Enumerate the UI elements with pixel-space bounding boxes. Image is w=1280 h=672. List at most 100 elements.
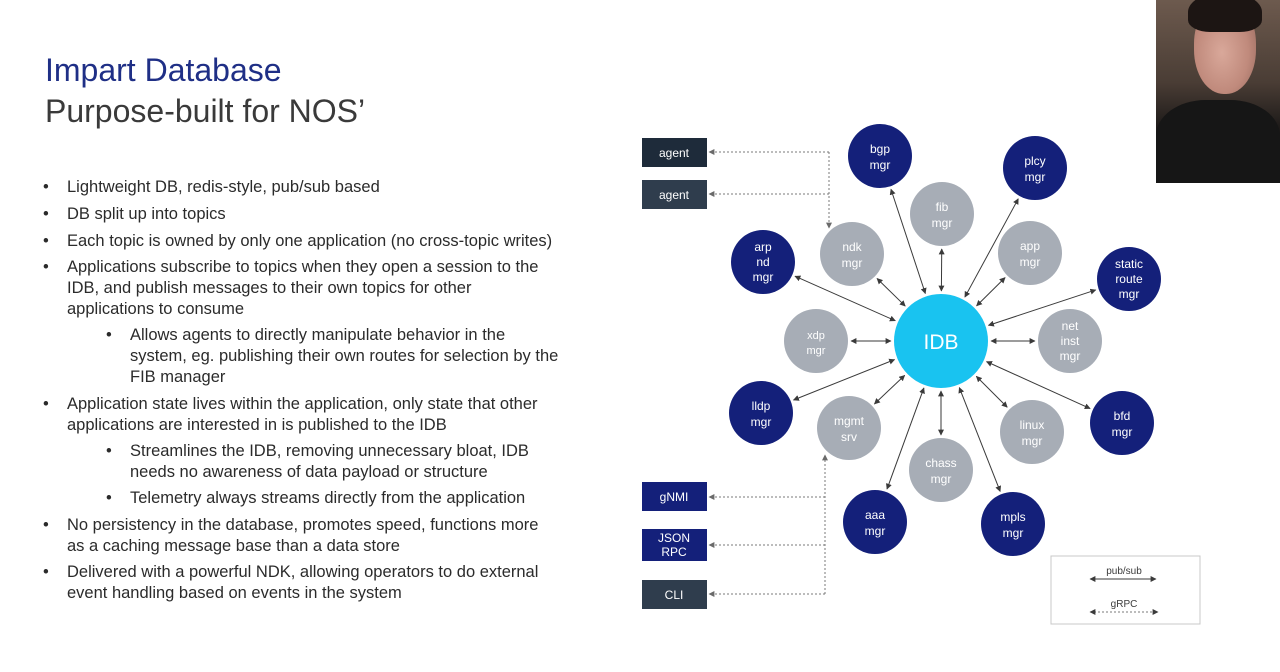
node-circle [1097,247,1161,311]
bullet-7: • Delivered with a powerful NDK, allowin… [43,563,539,602]
pubsub-arrow [975,375,1008,408]
pubsub-arrow [794,275,896,322]
pubsub-arrow [985,361,1091,410]
idb-label: IDB [923,331,958,354]
box-label: agent [659,146,690,160]
idb-circle [894,294,988,388]
box-rect [642,138,707,167]
box-label: gNMI [660,490,689,504]
bullet-6: • No persistency in the database, promot… [43,516,539,555]
bullet-list: •Lightweight DB, redis-style, pub/sub ba… [43,178,559,602]
bullet-text: Lightweight DB, redis-style, pub/sub bas… [67,178,380,196]
node-circle [910,182,974,246]
node-circle [784,309,848,373]
sub-bullet-5a: • Streamlines the IDB, removing unnecess… [106,442,529,481]
pubsub-arrow [876,278,906,307]
node-circle [820,222,884,286]
idb-center-node: IDB [894,294,988,388]
box-label: agent [659,188,690,202]
bullet-line: system, eg. publishing their own routes … [130,347,559,365]
bullet-line: No persistency in the database, promotes… [67,516,539,534]
bullet-text: Each topic is owned by only one applicat… [67,232,553,250]
legend-grpc-label: gRPC [1111,599,1138,610]
node-circle [729,381,793,445]
bullet-4: • Applications subscribe to topics when … [43,258,539,318]
interface-box-agent-1: agent [642,138,707,167]
bullet-1: •Lightweight DB, redis-style, pub/sub ba… [43,178,380,196]
node-circle [1003,136,1067,200]
pubsub-arrow [958,386,1002,492]
box-rect [642,482,707,511]
pubsub-arrow [976,277,1006,307]
presenter-shirt [1156,100,1280,183]
legend: pub/sub gRPC [1050,555,1201,625]
bullet-line: Delivered with a powerful NDK, allowing … [67,563,539,581]
bullet-2: •DB split up into topics [43,205,226,223]
node-circle [731,230,795,294]
interface-box-cli: CLI [642,580,707,609]
bullet-line: Streamlines the IDB, removing unnecessar… [130,442,529,460]
box-rect [642,580,707,609]
bullet-3: •Each topic is owned by only one applica… [43,232,553,250]
box-rect [642,180,707,209]
box-label: CLI [665,588,684,602]
interface-box-gnmi: gNMI [642,482,707,511]
node-circle [998,221,1062,285]
node-circle [1000,400,1064,464]
bullet-text: DB split up into topics [67,205,226,223]
node-circle [1090,391,1154,455]
sub-bullet-5b: •Telemetry always streams directly from … [106,489,526,507]
legend-pubsub-label: pub/sub [1106,566,1142,577]
pubsub-arrow [987,288,1097,327]
interface-box-agent-2: agent [642,180,707,209]
bullet-line: applications to consume [67,300,245,318]
bullet-text: Telemetry always streams directly from t… [130,489,526,507]
node-circle [981,492,1045,556]
sub-bullet-4a: • Allows agents to directly manipulate b… [106,326,559,386]
bullet-line: Applications subscribe to topics when th… [67,258,539,276]
presenter-hair [1188,0,1262,32]
bullet-line: FIB manager [130,368,226,386]
bullet-line: needs no awareness of data payload or st… [130,463,488,481]
slide-subtitle: Purpose-built for NOS’ [45,93,366,129]
bullet-5: • Application state lives within the app… [43,395,538,434]
node-circle [848,124,912,188]
bullet-line: Allows agents to directly manipulate beh… [130,326,506,344]
slide-title: Impart Database [45,52,282,88]
bullet-line: applications are interested in is publis… [67,416,447,434]
pubsub-arrow [873,374,906,405]
bullet-line: event handling based on events in the sy… [67,584,402,602]
pubsub-arrow [964,198,1019,298]
node-circle [817,396,881,460]
